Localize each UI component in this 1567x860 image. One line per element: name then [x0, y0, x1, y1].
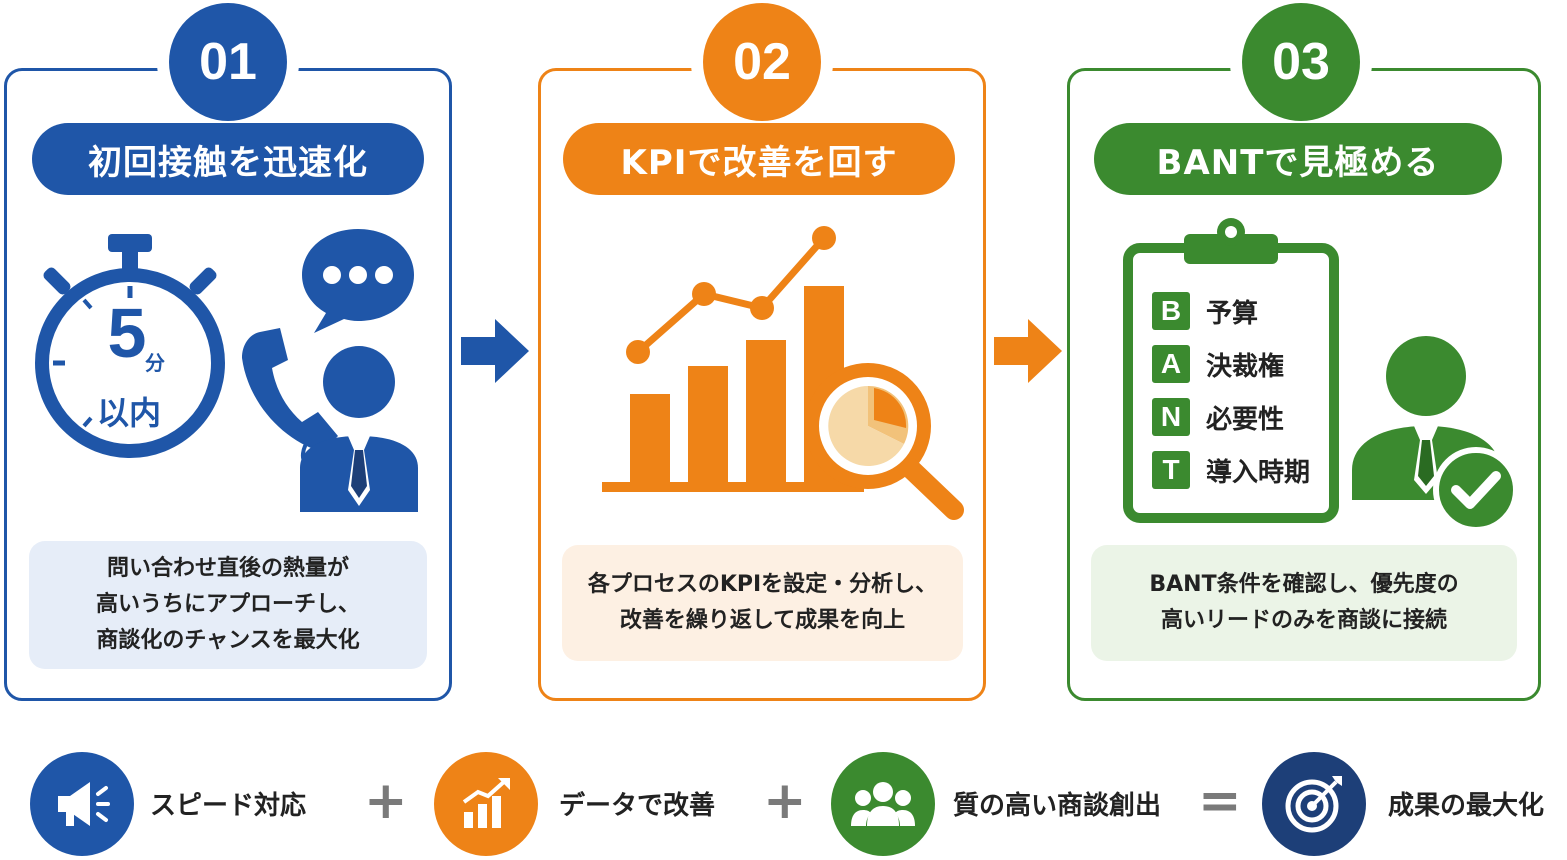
step-title-2: KPIで改善を回す	[563, 123, 955, 195]
step-number-3: 03	[1242, 3, 1360, 121]
growth-chart-icon	[434, 752, 538, 856]
step-number-2: 02	[703, 3, 821, 121]
bant-label: 必要性	[1206, 404, 1285, 435]
bant-item-n: N 必要性	[1152, 398, 1284, 436]
step-desc-1-line-2: 高いうちにアプローチし、	[95, 592, 360, 617]
target-icon	[1262, 752, 1366, 856]
team-icon	[831, 752, 935, 856]
step-desc-3-line-2: 高いリードのみを商談に接続	[1160, 608, 1447, 633]
step-desc-2-line-2: 改善を繰り返して成果を向上	[619, 608, 906, 633]
step-desc-1-line-3: 商談化のチャンスを最大化	[96, 628, 360, 653]
step-title-1: 初回接触を迅速化	[32, 123, 424, 195]
bant-label: 導入時期	[1206, 457, 1311, 488]
approved-person-icon	[1352, 336, 1519, 533]
phone-person-icon	[242, 328, 418, 512]
arrow-right-icon-2	[994, 319, 1062, 383]
step-desc-3-line-1: BANT条件を確認し、優先度の	[1149, 572, 1459, 597]
bant-item-t: T 導入時期	[1152, 451, 1310, 489]
bant-label: 決裁権	[1206, 351, 1285, 382]
bant-item-a: A 決裁権	[1152, 345, 1284, 383]
timer-suffix: 以内	[96, 394, 161, 432]
step-desc-3: BANT条件を確認し、優先度の 高いリードのみを商談に接続	[1091, 545, 1517, 661]
plus-sign-1: +	[364, 771, 408, 831]
bant-label: 予算	[1206, 298, 1259, 329]
step-desc-1-line-1: 問い合わせ直後の熱量が	[106, 556, 349, 581]
stopwatch-icon	[35, 234, 225, 458]
step-title-3: BANTで見極める	[1094, 123, 1502, 195]
step-desc-1: 問い合わせ直後の熱量が 高いうちにアプローチし、 商談化のチャンスを最大化	[29, 541, 427, 669]
kpi-analysis-icon	[602, 226, 964, 520]
plus-sign-2: +	[763, 771, 807, 831]
bant-letter: N	[1152, 398, 1190, 436]
bant-letter: B	[1152, 292, 1190, 330]
formula-label-speed: スピード対応	[150, 791, 307, 821]
megaphone-icon	[30, 752, 134, 856]
bant-item-b: B 予算	[1152, 292, 1258, 330]
formula-label-quality: 質の高い商談創出	[953, 791, 1162, 821]
timer-unit: 分	[145, 351, 165, 375]
step-desc-2-line-1: 各プロセスのKPIを設定・分析し、	[587, 572, 938, 597]
step-desc-2: 各プロセスのKPIを設定・分析し、 改善を繰り返して成果を向上	[562, 545, 963, 661]
timer-value: 5	[107, 294, 147, 372]
formula-label-result: 成果の最大化	[1388, 791, 1545, 821]
bant-letter: A	[1152, 345, 1190, 383]
equals-sign: =	[1198, 771, 1242, 831]
formula-label-data: データで改善	[559, 791, 716, 821]
speech-bubble-icon	[302, 229, 414, 333]
step-number-1: 01	[169, 3, 287, 121]
bant-letter: T	[1152, 451, 1190, 489]
arrow-right-icon-1	[461, 319, 529, 383]
